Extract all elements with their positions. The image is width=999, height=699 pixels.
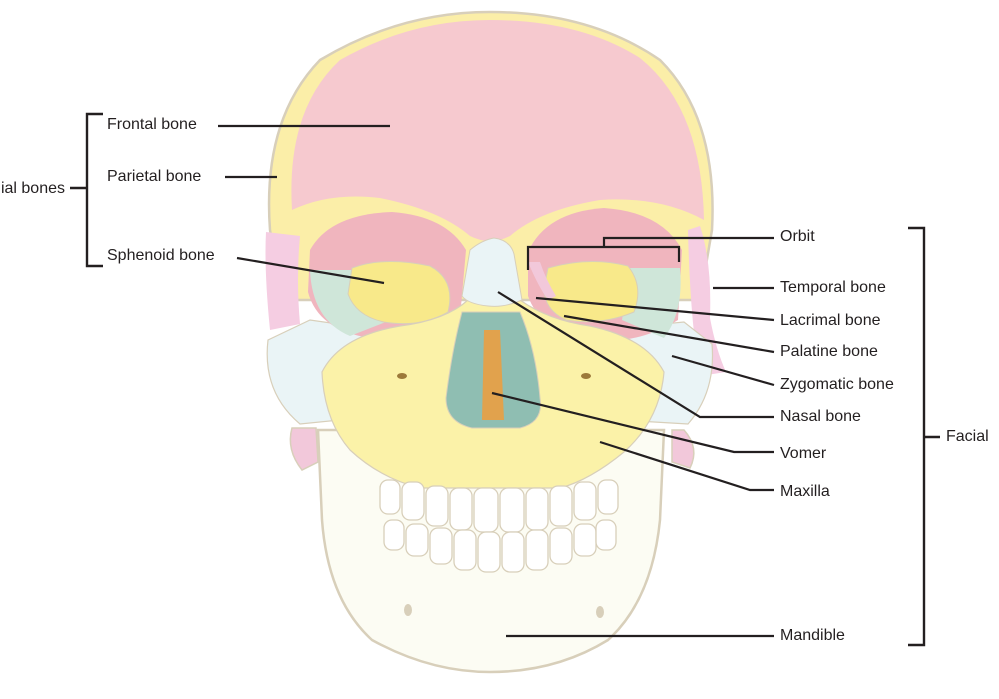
teeth	[379, 479, 619, 573]
mandible-label: Mandible	[780, 627, 845, 644]
palatine-leader	[563, 314, 775, 354]
lacrimal-shape	[528, 262, 556, 300]
zygomatic-bone-label: Zygomatic bone	[780, 376, 894, 393]
ear-right-shape	[671, 429, 695, 469]
orbit-leader	[526, 236, 774, 270]
frontal-bone-label: Frontal bone	[107, 116, 197, 133]
zygomatic-leader	[671, 354, 775, 387]
lacrimal-bone-label: Lacrimal bone	[780, 312, 881, 329]
temporal-bone-label: Temporal bone	[780, 279, 886, 296]
lacrimal-leader	[535, 296, 775, 322]
frontal-shape	[291, 20, 704, 241]
sphenoid-leader	[236, 256, 385, 285]
vomer-shape	[482, 330, 504, 420]
facial-label: Facial	[946, 428, 989, 445]
nasal-bone-shape	[461, 237, 523, 307]
maxilla-leader	[599, 440, 774, 492]
vomer-label: Vomer	[780, 445, 827, 462]
palatine-bone-label: Palatine bone	[780, 343, 878, 360]
cranial-bones-label: Cranial bones	[0, 180, 65, 197]
vomer-leader	[491, 391, 774, 454]
parietal-bone-label: Parietal bone	[107, 168, 202, 185]
sphenoid-bone-label: Sphenoid bone	[107, 247, 215, 264]
ear-left-shape	[289, 427, 319, 471]
temporal-left-shape	[265, 232, 300, 330]
maxilla-label: Maxilla	[780, 483, 830, 500]
orbit-label: Orbit	[780, 228, 815, 245]
nasal-bone-label: Nasal bone	[780, 408, 861, 425]
cranial-bracket	[70, 112, 103, 268]
nasal-leader	[497, 291, 774, 419]
facial-bracket	[908, 226, 940, 647]
sphenoid-left-shape	[347, 260, 451, 325]
sphenoid-right-shape	[543, 261, 639, 323]
